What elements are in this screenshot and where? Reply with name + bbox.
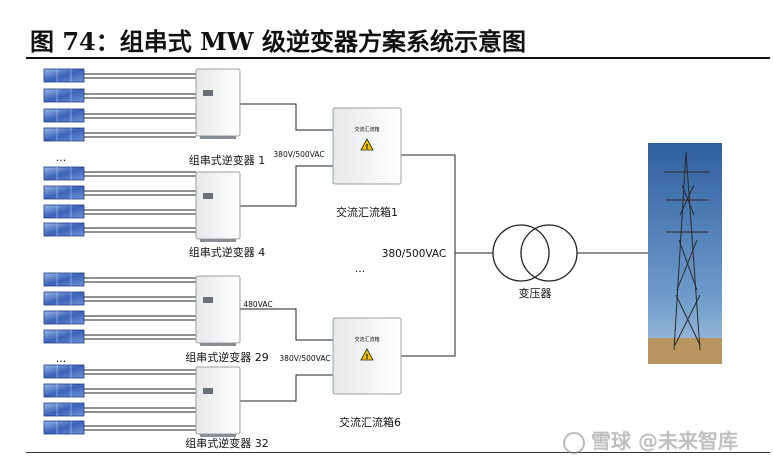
voltage-label-inv1: 380V/500VAC (273, 150, 324, 159)
watermark: 雪球 @未来智库 (563, 425, 738, 454)
pv-panel-icon (43, 420, 85, 435)
title-rule (26, 57, 770, 59)
inverter-display (203, 388, 213, 394)
pv-panel-icon (43, 127, 85, 142)
ellipsis: ... (56, 352, 67, 365)
svg-text:!: ! (365, 353, 368, 361)
inverter-4 (195, 171, 241, 242)
inverter-29 (195, 275, 241, 346)
pv-panel-icon (43, 329, 85, 344)
ellipsis: ... (355, 262, 366, 275)
transformer-icon (492, 224, 578, 282)
voltage-label-grid: 380/500VAC (382, 248, 446, 260)
figure-title: 图 74：组串式 MW 级逆变器方案系统示意图 (30, 27, 526, 56)
pv-panels (43, 68, 85, 435)
voltage-label-inv29: 480VAC (243, 300, 272, 309)
combiner-6-label: 交流汇流箱6 (339, 415, 401, 429)
pv-panel-icon (43, 364, 85, 379)
ac-wire (401, 154, 456, 357)
pv-panel-icon (43, 310, 85, 325)
ac-wire (240, 165, 333, 207)
ac-wire (240, 103, 333, 131)
inverter-32 (195, 366, 241, 437)
ellipsis: ... (56, 151, 67, 164)
inverter-4-label: 组串式逆变器 4 (189, 245, 266, 259)
pv-panel-icon (43, 88, 85, 103)
voltage-label-inv32: 380V/500VAC (279, 354, 330, 363)
combiner-plate: 交流汇流箱 (354, 336, 379, 343)
pv-panel-icon (43, 108, 85, 123)
combiner-box-1: 交流汇流箱 ! (332, 107, 402, 185)
bottom-rule (26, 452, 770, 453)
pv-panel-icon (43, 291, 85, 306)
snowball-logo-icon (563, 431, 585, 454)
pv-panel-icon (43, 204, 85, 219)
warning-icon (360, 348, 374, 361)
pv-panel-icon (43, 222, 85, 237)
transmission-tower-image (648, 143, 722, 364)
tower-icon (664, 151, 710, 351)
combiner-plate: 交流汇流箱 (354, 126, 379, 133)
svg-text:!: ! (365, 143, 368, 151)
warning-icon (360, 138, 374, 151)
pv-panel-icon (43, 185, 85, 200)
pv-panel-icon (43, 272, 85, 287)
ac-wire (240, 374, 333, 402)
inverter-display (203, 193, 213, 199)
combiner-1-label: 交流汇流箱1 (336, 205, 398, 219)
inverter-1-label: 组串式逆变器 1 (189, 153, 266, 167)
inverter-1 (195, 68, 241, 139)
inverter-display (203, 90, 213, 96)
ac-wire (240, 308, 333, 341)
inverter-29-label: 组串式逆变器 29 (185, 350, 269, 364)
inverter-32-label: 组串式逆变器 32 (185, 436, 269, 450)
pv-panel-icon (43, 402, 85, 417)
wiring (84, 73, 648, 431)
pv-panel-icon (43, 383, 85, 398)
pv-panel-icon (43, 68, 85, 83)
pv-panel-icon (43, 166, 85, 181)
combiner-box-6: 交流汇流箱 ! (332, 317, 402, 395)
inverter-display (203, 297, 213, 303)
transformer-label: 变压器 (519, 286, 552, 300)
watermark-text: 雪球 @未来智库 (591, 429, 738, 453)
